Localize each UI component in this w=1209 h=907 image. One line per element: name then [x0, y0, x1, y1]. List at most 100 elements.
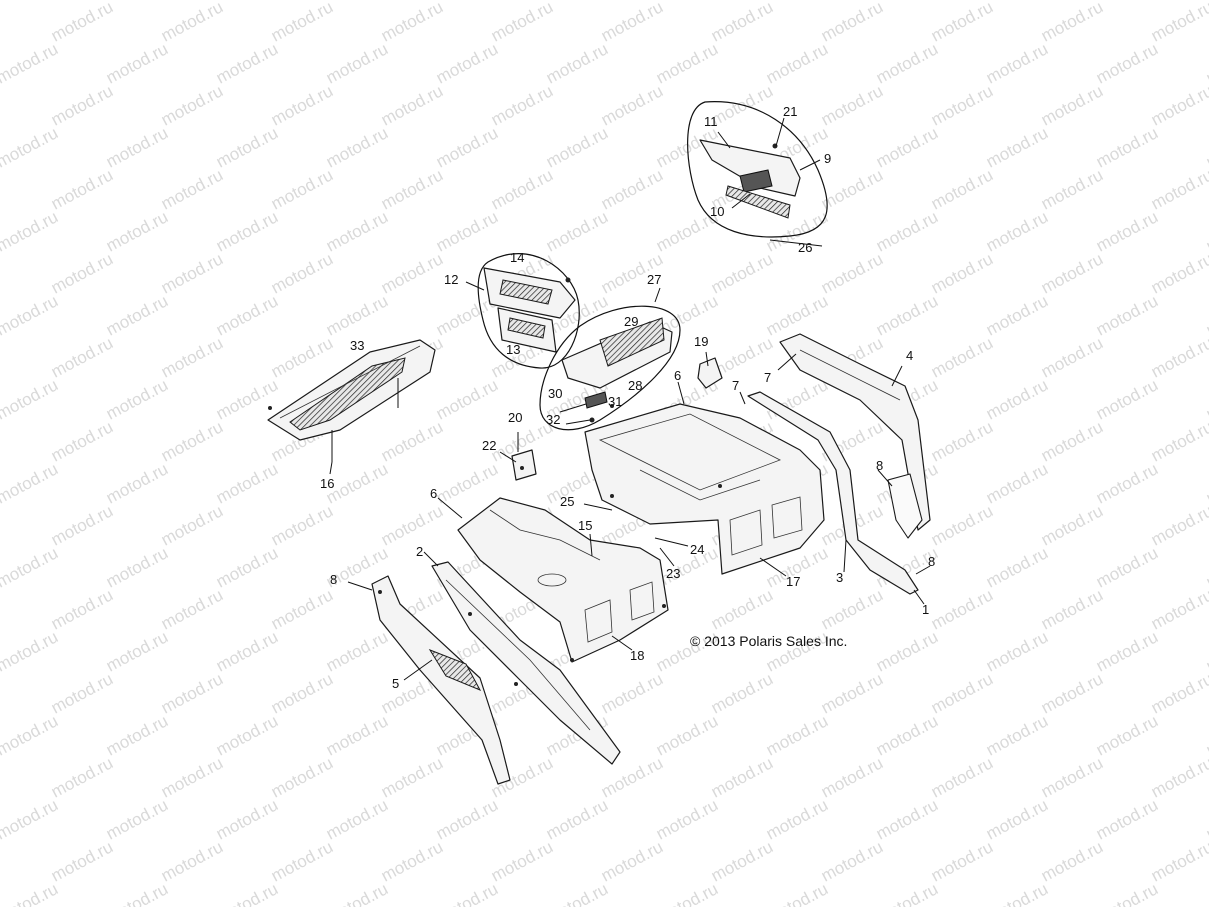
watermark-text: motod.ru	[928, 249, 996, 297]
watermark-text: motod.ru	[1093, 879, 1161, 907]
callout-31: 31	[608, 394, 622, 409]
watermark-text: motod.ru	[1093, 459, 1161, 507]
watermark-text: motod.ru	[433, 879, 501, 907]
watermark-text: motod.ru	[48, 753, 116, 801]
part-20-22	[511, 449, 537, 481]
watermark-text: motod.ru	[1203, 39, 1209, 87]
watermark-text: motod.ru	[268, 81, 336, 129]
callout-9: 9	[824, 151, 831, 166]
watermark-text: motod.ru	[158, 249, 226, 297]
watermark-text: motod.ru	[598, 0, 666, 46]
watermark-text: motod.ru	[873, 879, 941, 907]
watermark-text: motod.ru	[1093, 123, 1161, 171]
watermark-text: motod.ru	[1038, 333, 1106, 381]
watermark-text: motod.ru	[323, 879, 391, 907]
watermark-text: motod.ru	[1093, 207, 1161, 255]
part-18-front-tub	[457, 497, 669, 663]
watermark-text: motod.ru	[1093, 375, 1161, 423]
watermark-text: motod.ru	[763, 795, 831, 843]
watermark-text: motod.ru	[873, 0, 941, 4]
watermark-text: motod.ru	[158, 417, 226, 465]
callout-26: 26	[798, 240, 812, 255]
watermark-text: motod.ru	[158, 0, 226, 46]
callout-5: 5	[392, 676, 399, 691]
watermark-text: motod.ru	[0, 291, 61, 339]
watermark-text: motod.ru	[213, 795, 281, 843]
callout-27: 27	[647, 272, 661, 287]
watermark-text: motod.ru	[928, 333, 996, 381]
watermark-text: motod.ru	[0, 39, 61, 87]
watermark-text: motod.ru	[433, 123, 501, 171]
callout-18: 18	[630, 648, 644, 663]
watermark-text: motod.ru	[1093, 0, 1161, 4]
watermark-text: motod.ru	[983, 39, 1051, 87]
watermark-text: motod.ru	[1038, 0, 1106, 46]
watermark-text: motod.ru	[158, 585, 226, 633]
watermark-text: motod.ru	[323, 0, 391, 4]
watermark-text: motod.ru	[928, 501, 996, 549]
watermark-text: motod.ru	[983, 375, 1051, 423]
callout-6-left: 6	[430, 486, 437, 501]
watermark-text: motod.ru	[1148, 165, 1209, 213]
watermark-text: motod.ru	[818, 81, 886, 129]
watermark-text: motod.ru	[818, 837, 886, 885]
watermark-text: motod.ru	[488, 837, 556, 885]
watermark-text: motod.ru	[0, 0, 61, 4]
watermark-text: motod.ru	[983, 459, 1051, 507]
callout-7-center: 7	[732, 378, 739, 393]
watermark-text: motod.ru	[1148, 417, 1209, 465]
watermark-text: motod.ru	[873, 39, 941, 87]
callout-10: 10	[710, 204, 724, 219]
watermark-text: motod.ru	[213, 459, 281, 507]
watermark-text: motod.ru	[1093, 291, 1161, 339]
callout-16: 16	[320, 476, 334, 491]
watermark-text: motod.ru	[213, 711, 281, 759]
watermark-text: motod.ru	[0, 795, 61, 843]
watermark-text: motod.ru	[378, 81, 446, 129]
watermark-text: motod.ru	[598, 81, 666, 129]
part-4-panel	[779, 333, 931, 531]
watermark-text: motod.ru	[103, 39, 171, 87]
watermark-text: motod.ru	[1038, 669, 1106, 717]
callout-28: 28	[628, 378, 642, 393]
part-17-rear-tub	[584, 403, 825, 575]
watermark-text: motod.ru	[708, 669, 776, 717]
watermark-text: motod.ru	[378, 0, 446, 46]
watermark-text: motod.ru	[103, 291, 171, 339]
watermark-text: motod.ru	[653, 879, 721, 907]
watermark-text: motod.ru	[323, 207, 391, 255]
watermark-text: motod.ru	[213, 627, 281, 675]
watermark-text: motod.ru	[1203, 207, 1209, 255]
callout-19: 19	[694, 334, 708, 349]
watermark-text: motod.ru	[433, 459, 501, 507]
watermark-text: motod.ru	[1203, 627, 1209, 675]
watermark-text: motod.ru	[103, 0, 171, 4]
watermark-text: motod.ru	[928, 165, 996, 213]
watermark-text: motod.ru	[983, 543, 1051, 591]
watermark-text: motod.ru	[158, 753, 226, 801]
watermark-text: motod.ru	[103, 711, 171, 759]
watermark-text: motod.ru	[323, 123, 391, 171]
watermark-text: motod.ru	[48, 249, 116, 297]
watermark-text: motod.ru	[1038, 81, 1106, 129]
watermark-text: motod.ru	[213, 291, 281, 339]
callout-14: 14	[510, 250, 524, 265]
watermark-text: motod.ru	[0, 711, 61, 759]
watermark-text: motod.ru	[488, 165, 556, 213]
watermark-text: motod.ru	[1203, 795, 1209, 843]
watermark-text: motod.ru	[268, 0, 336, 46]
watermark-text: motod.ru	[928, 585, 996, 633]
watermark-text: motod.ru	[0, 879, 61, 907]
watermark-text: motod.ru	[928, 837, 996, 885]
part-group-27	[539, 305, 681, 431]
watermark-text: motod.ru	[598, 165, 666, 213]
watermark-text: motod.ru	[983, 0, 1051, 4]
watermark-text: motod.ru	[158, 669, 226, 717]
watermark-text: motod.ru	[433, 207, 501, 255]
watermark-text: motod.ru	[378, 501, 446, 549]
copyright-notice: © 2013 Polaris Sales Inc.	[690, 633, 847, 649]
watermark-text: motod.ru	[213, 375, 281, 423]
watermark-text: motod.ru	[873, 291, 941, 339]
watermark-text: motod.ru	[48, 837, 116, 885]
watermark-text: motod.ru	[0, 123, 61, 171]
